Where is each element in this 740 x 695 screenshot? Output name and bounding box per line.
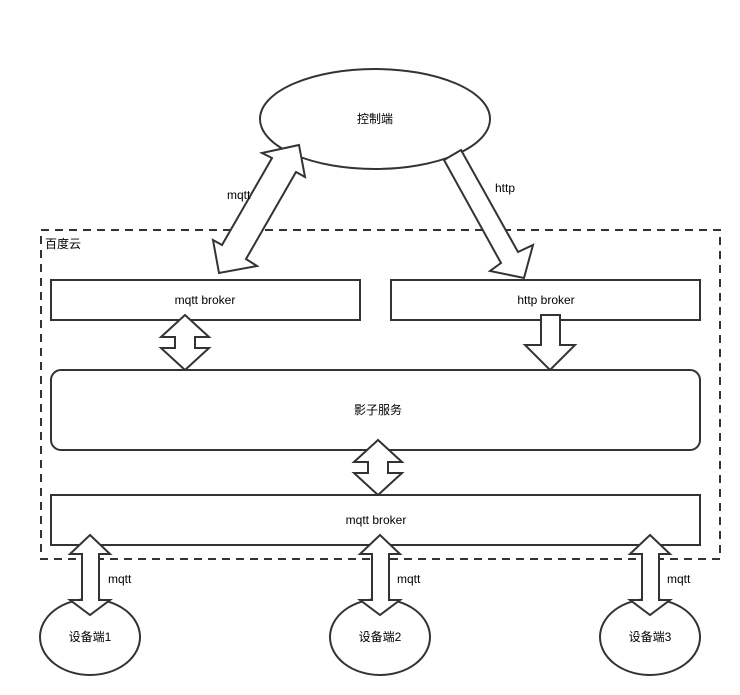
device-1-link-label: mqtt	[108, 572, 132, 586]
device-3-double-arrow	[627, 533, 673, 617]
device-3-link-label: mqtt	[667, 572, 691, 586]
controller-http-label: http	[495, 181, 515, 195]
controller-label: 控制端	[357, 112, 393, 126]
mqtt-broker-top	[50, 279, 361, 321]
mqtt-double-arrow-controller	[211, 143, 307, 275]
shadow-service-label: 影子服务	[354, 402, 402, 417]
device-label-1: 设备端1	[69, 630, 112, 644]
http-shadow-arrow	[522, 314, 578, 372]
mqtt-broker-bottom-label: mqtt broker	[346, 513, 407, 527]
mqtt-broker-top-label: mqtt broker	[175, 293, 236, 307]
device-1-double-arrow	[67, 533, 113, 617]
controller-node	[259, 68, 491, 170]
device-label-2: 设备端2	[359, 630, 402, 644]
device-label-3: 设备端3	[629, 630, 672, 644]
mqtt-shadow-double-arrow	[158, 313, 212, 372]
http-broker-label: http broker	[517, 293, 574, 307]
http-arrow	[442, 148, 535, 280]
cloud-label: 百度云	[45, 236, 81, 251]
device-2-double-arrow	[357, 533, 403, 617]
controller-mqtt-label: mqtt	[227, 188, 251, 202]
device-2-link-label: mqtt	[397, 572, 421, 586]
